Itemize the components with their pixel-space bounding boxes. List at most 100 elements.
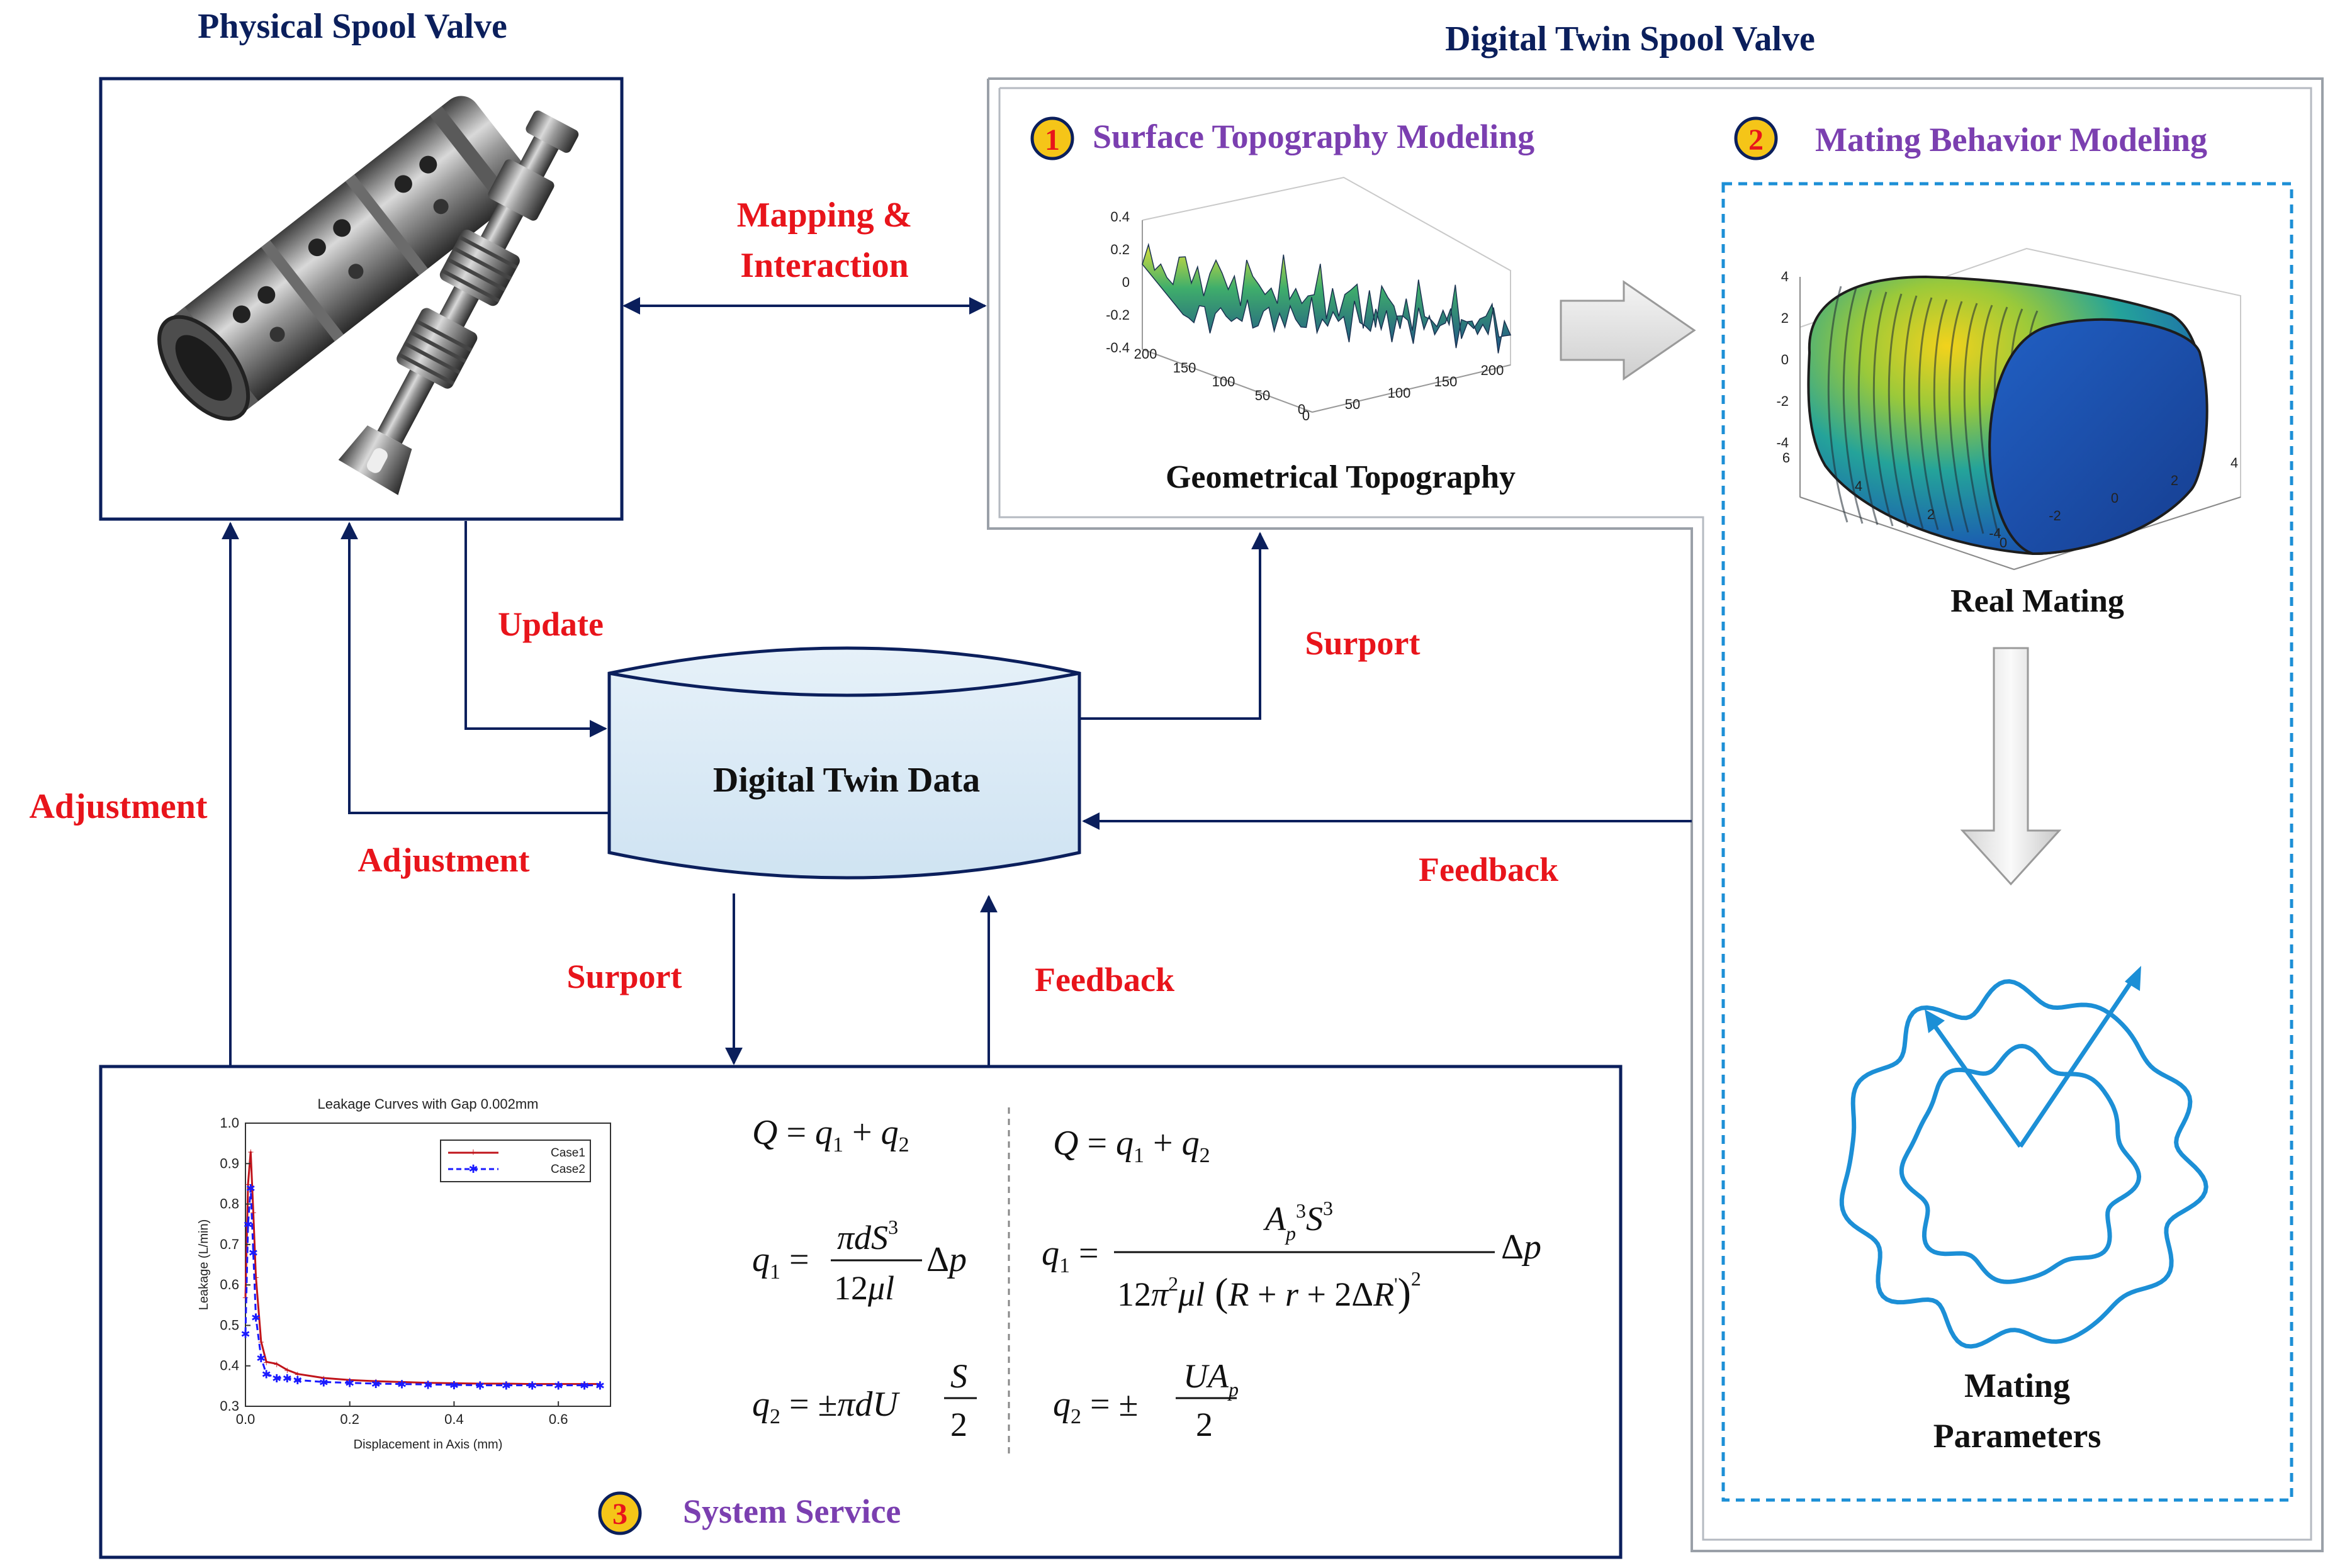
radius-arrow-inner — [1929, 1019, 2022, 1148]
series-point-case2: ✱ — [240, 1328, 250, 1340]
series-point-case1: + — [373, 1375, 379, 1388]
series-point-case2: ✱ — [371, 1378, 381, 1391]
series-point-case2: ✱ — [580, 1380, 589, 1392]
series-point-case2: ✱ — [345, 1377, 354, 1390]
mating-z-tick: 4 — [1781, 269, 1789, 284]
topo-x-tick: 150 — [1434, 374, 1458, 389]
physical-title: Physical Spool Valve — [198, 7, 507, 46]
topo-y-tick: 150 — [1173, 360, 1196, 376]
series-point-case1: + — [451, 1377, 457, 1390]
chart-y-tick: 0.5 — [220, 1317, 239, 1333]
module-3-title: System Service — [683, 1492, 901, 1530]
mating-y-tick: 4 — [1855, 478, 1862, 494]
series-point-case1: + — [425, 1377, 431, 1390]
chart-y-tick: 0.3 — [220, 1398, 239, 1414]
mating-parameters-graphic — [1839, 966, 2208, 1349]
digital-twin-database — [607, 646, 1081, 880]
topo-y-tick: 0 — [1298, 401, 1305, 417]
topo-x-tick: 200 — [1481, 362, 1504, 378]
svg-text:Δp: Δp — [926, 1240, 967, 1279]
series-point-case2: ✱ — [251, 1312, 261, 1324]
chart-y-tick: 0.7 — [220, 1236, 239, 1252]
surport-top-label: Surport — [1305, 624, 1420, 662]
database-label: Digital Twin Data — [713, 761, 980, 800]
series-point-case2: ✱ — [475, 1380, 485, 1392]
chart-x-tick: 0.0 — [236, 1411, 256, 1427]
mating-x-tick: 0 — [2111, 490, 2118, 506]
mapping-label-1: Mapping & — [737, 196, 913, 235]
mating-x-tick: -4 — [1989, 525, 2001, 541]
mapping-label-2: Interaction — [740, 246, 909, 285]
mating-x-tick: 4 — [2231, 455, 2238, 471]
module-3-badge — [598, 1491, 642, 1535]
series-point-case1: + — [263, 1356, 269, 1369]
geometrical-topography-caption: Geometrical Topography — [1166, 459, 1516, 495]
module-2-badge — [1734, 116, 1778, 160]
mating-behavior-box — [1721, 182, 2293, 1502]
mating-x-tick: -2 — [2049, 508, 2061, 524]
topo-x-tick: 0 — [1302, 408, 1310, 423]
surport-top-arrow — [1079, 532, 1269, 720]
series-point-case2: ✱ — [554, 1380, 563, 1392]
series-point-case1: + — [274, 1358, 280, 1371]
spool-valve-image — [157, 96, 579, 495]
svg-text:q1 =: q1 = — [752, 1240, 809, 1284]
series-line-case2 — [244, 1187, 600, 1387]
topo-z-tick: -0.4 — [1106, 340, 1130, 356]
legend-case2: Case2 — [551, 1163, 585, 1176]
svg-text:q2 = ±πdU: q2 = ±πdU — [752, 1385, 900, 1428]
svg-text:12μl: 12μl — [834, 1269, 894, 1307]
svg-text:S: S — [950, 1357, 967, 1395]
module-1-badge — [1030, 116, 1074, 160]
chart-y-tick: 0.8 — [220, 1196, 239, 1212]
series-point-case1: + — [250, 1206, 256, 1219]
series-point-case2: ✱ — [449, 1379, 459, 1392]
mating-z-tick: -2 — [1776, 393, 1789, 409]
svg-text:πdS3: πdS3 — [837, 1216, 898, 1257]
chart-y-tick: 0.6 — [220, 1277, 239, 1292]
svg-text:2: 2 — [1196, 1406, 1213, 1443]
chart-ylabel: Leakage (L/min) — [197, 1219, 211, 1311]
series-point-case1: + — [320, 1372, 327, 1385]
radius-arrow-outer — [2018, 975, 2137, 1148]
topo-y-tick: 50 — [1255, 388, 1270, 403]
topo-z-tick: -0.2 — [1106, 307, 1130, 323]
real-mating-label: Real Mating — [1950, 583, 2124, 619]
series-point-case1: + — [581, 1379, 587, 1391]
flow-arrow-right — [1560, 280, 1696, 381]
update-arrow — [464, 521, 607, 737]
svg-text:Q = q1 + q2: Q = q1 + q2 — [752, 1113, 909, 1156]
series-point-case2: ✱ — [423, 1379, 432, 1391]
series-point-case1: + — [503, 1378, 509, 1391]
series-point-case2: ✱ — [283, 1372, 292, 1385]
topo-y-tick: 100 — [1212, 374, 1235, 389]
chart-x-tick: 0.2 — [340, 1411, 359, 1427]
flow-arrow-down — [1960, 647, 2062, 886]
module-1-number: 1 — [1045, 123, 1060, 157]
mating-z-tick: -4 — [1776, 435, 1789, 451]
mating-z-tick: 2 — [1781, 310, 1789, 326]
series-point-case1: + — [477, 1378, 483, 1391]
digital-title: Digital Twin Spool Valve — [1445, 20, 1815, 59]
series-point-case2: ✱ — [256, 1352, 266, 1365]
series-point-case2: ✱ — [262, 1369, 271, 1381]
series-line-case1 — [244, 1151, 600, 1386]
adjustment-inner-arrow — [340, 522, 609, 814]
formulas-left: Q = q1 + q2 q1 = πdS3 12μl Δp q2 = ±πdU … — [752, 1113, 977, 1443]
svg-text:✱: ✱ — [468, 1163, 478, 1175]
chart-y-tick: 1.0 — [220, 1115, 239, 1131]
svg-text:Ap3S3: Ap3S3 — [1263, 1197, 1333, 1245]
svg-text:+: + — [470, 1146, 476, 1158]
surport-bottom-label: Surport — [566, 958, 682, 995]
chart-xlabel: Displacement in Axis (mm) — [354, 1438, 503, 1452]
series-point-case2: ✱ — [319, 1376, 329, 1389]
leakage-chart: Leakage Curves with Gap 0.002mm ++++++++… — [197, 1096, 611, 1452]
series-point-case1: + — [252, 1271, 259, 1284]
svg-text:12π2μl (R + r + 2ΔR')2: 12π2μl (R + r + 2ΔR')2 — [1117, 1267, 1421, 1314]
module-2-title: Mating Behavior Modeling — [1815, 121, 2207, 159]
topo-x-tick: 50 — [1345, 396, 1360, 412]
system-service-box — [99, 1065, 1623, 1559]
mating-y-tick: 2 — [1927, 507, 1935, 522]
